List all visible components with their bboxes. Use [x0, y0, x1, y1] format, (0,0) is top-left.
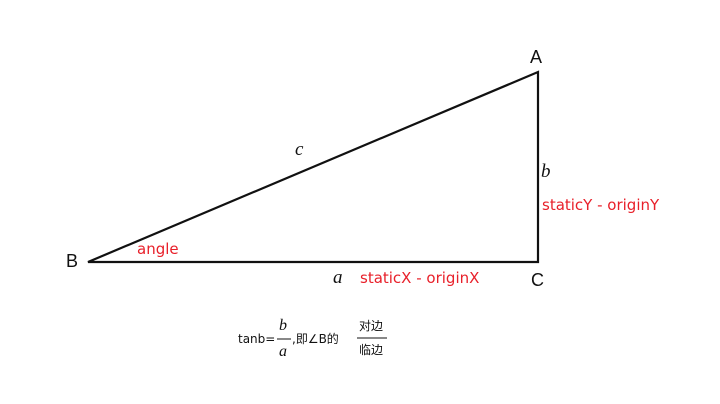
- side-label-a: a: [333, 267, 343, 288]
- side-label-c: c: [295, 139, 304, 160]
- vertical-expression: staticY - originY: [542, 196, 660, 214]
- vertex-label-c: C: [531, 270, 544, 290]
- ratio-numerator: 对边: [359, 319, 383, 333]
- formula-lhs: tanb=: [238, 332, 275, 346]
- vertex-label-a: A: [530, 47, 542, 67]
- formula-middle-text: ,即∠B的: [292, 331, 339, 346]
- formula-denominator: a: [279, 343, 287, 360]
- tangent-formula: tanb= b a ,即∠B的 对边 临边: [238, 317, 387, 360]
- formula-numerator: b: [279, 317, 287, 334]
- angle-annotation: angle: [137, 240, 179, 258]
- vertex-label-b: B: [66, 251, 78, 271]
- horizontal-expression: staticX - originX: [360, 269, 479, 287]
- ratio-denominator: 临边: [359, 343, 383, 357]
- triangle-abc: [87, 70, 540, 264]
- side-label-b: b: [541, 161, 551, 182]
